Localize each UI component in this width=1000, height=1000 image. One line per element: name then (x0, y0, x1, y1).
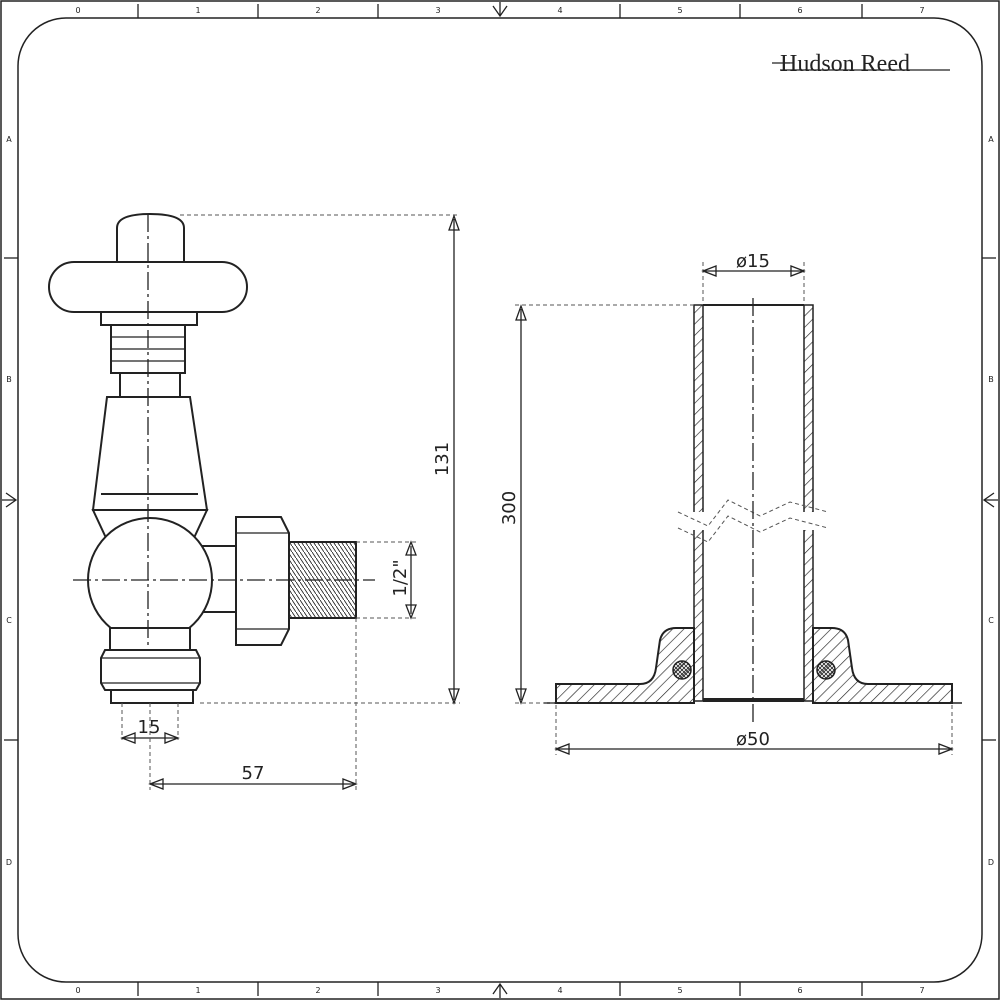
brand-logo: Hudson Reed (772, 51, 950, 77)
valve-height-label: 131 (432, 442, 453, 476)
ruler-col-7: 7 (919, 6, 924, 15)
ruler-col-1: 1 (195, 6, 200, 15)
pipe-length-label: 300 (499, 491, 520, 525)
ruler-col-5-bottom: 5 (677, 986, 682, 995)
ruler-col-2: 2 (315, 6, 320, 15)
ruler-row-c-right: C (988, 616, 994, 625)
pipe-dimensions (515, 262, 954, 755)
ruler-row-d: D (6, 858, 12, 867)
ruler-row-c: C (6, 616, 12, 625)
ruler-col-2-bottom: 2 (315, 986, 320, 995)
ruler-row-a-right: A (988, 135, 994, 144)
flange-diameter-label: ø50 (736, 729, 770, 750)
ruler-left (4, 257, 18, 741)
ruler-col-6: 6 (797, 6, 802, 15)
pipe-diameter-label: ø15 (736, 251, 770, 272)
brand-name: Hudson Reed (780, 51, 910, 77)
ruler-col-6-bottom: 6 (797, 986, 802, 995)
thermostatic-valve (48, 212, 375, 704)
ruler-top (137, 4, 863, 18)
pipe-section (544, 298, 962, 722)
ruler-row-b: B (6, 375, 12, 384)
valve-dimensions (120, 214, 460, 790)
ruler-col-4: 4 (557, 6, 562, 15)
ruler-row-b-right: B (988, 375, 994, 384)
valve-projection-label: 57 (242, 763, 265, 784)
valve-base-label: 15 (138, 717, 161, 738)
ruler-row-a: A (6, 135, 12, 144)
ruler-col-0-bottom: 0 (75, 986, 80, 995)
ruler-bottom (137, 982, 863, 996)
valve-thread-label: 1/2" (390, 559, 411, 596)
ruler-col-4-bottom: 4 (557, 986, 562, 995)
ruler-col-7-bottom: 7 (919, 986, 924, 995)
ruler-col-3-bottom: 3 (435, 986, 440, 995)
ruler-col-5: 5 (677, 6, 682, 15)
ruler-col-0: 0 (75, 6, 80, 15)
ruler-col-1-bottom: 1 (195, 986, 200, 995)
ruler-row-d-right: D (988, 858, 994, 867)
ruler-right (982, 257, 996, 741)
ruler-col-3: 3 (435, 6, 440, 15)
